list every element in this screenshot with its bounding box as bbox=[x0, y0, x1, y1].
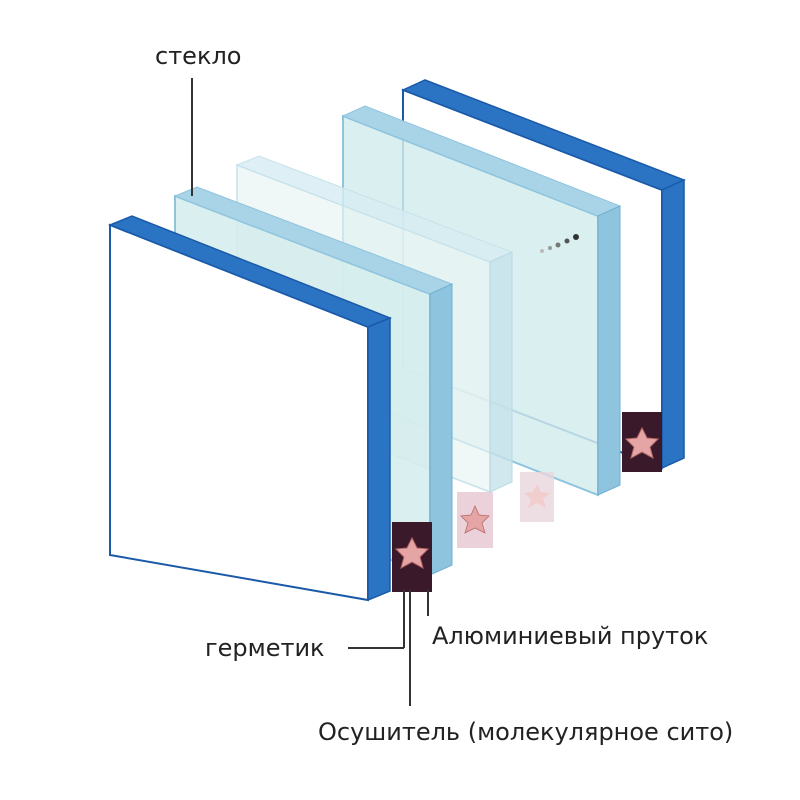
front-frame-panel bbox=[107, 215, 432, 602]
glass-dots bbox=[540, 234, 579, 253]
label-aluminum-bar: Алюминиевый пруток bbox=[432, 622, 708, 650]
desiccant-star-icon bbox=[624, 426, 660, 460]
label-glass: стекло bbox=[155, 42, 241, 70]
desiccant-star-icon bbox=[524, 484, 550, 508]
leader-lines bbox=[191, 78, 429, 706]
desiccant-star-icon bbox=[394, 536, 430, 570]
label-desiccant: Осушитель (молекулярное сито) bbox=[318, 718, 733, 746]
label-sealant: герметик bbox=[205, 634, 325, 662]
desiccant-star-icon bbox=[460, 505, 490, 534]
